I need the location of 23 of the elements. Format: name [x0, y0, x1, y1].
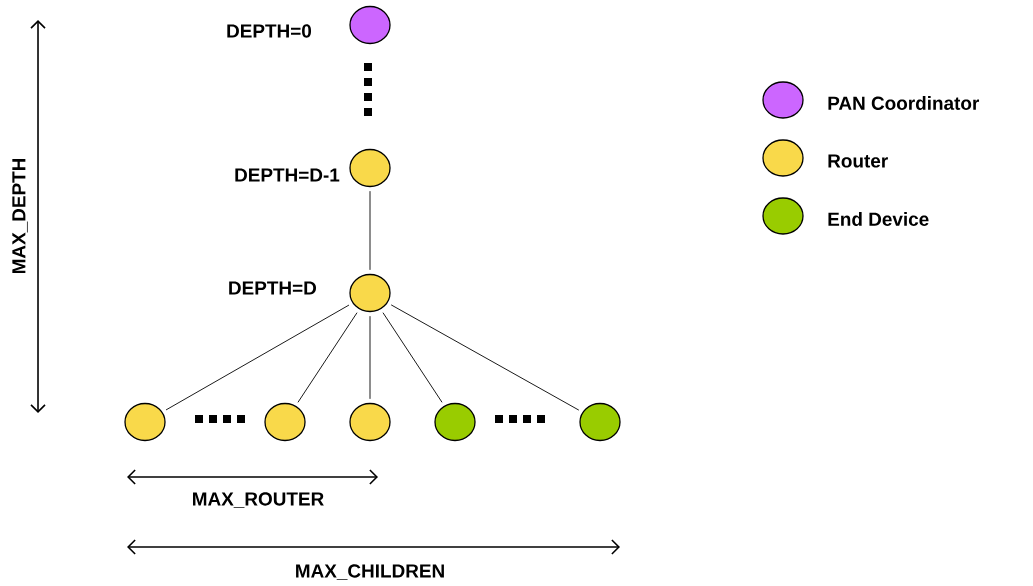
- device-circle: [124, 402, 166, 442]
- link-line: [390, 304, 580, 411]
- link-line: [369, 315, 371, 400]
- link-line: [297, 312, 358, 403]
- device-circle: [434, 402, 476, 442]
- device-circle: [349, 273, 391, 313]
- device-circle: [349, 5, 391, 45]
- device-circle: [349, 148, 391, 188]
- device-circle: [349, 402, 391, 442]
- link-line: [369, 190, 371, 271]
- device-circle: [264, 402, 306, 442]
- link-line: [165, 304, 350, 411]
- device-circle: [579, 402, 621, 442]
- dimension-label: MAX_ROUTER: [193, 492, 324, 508]
- legend-label: End Device: [828, 212, 929, 226]
- legend-label: PAN Coordinator: [828, 96, 980, 110]
- link-line: [382, 312, 443, 403]
- dimension-label: MAX_DEPTH: [12, 158, 28, 274]
- dimension-label: MAX_CHILDREN: [296, 564, 444, 580]
- depth-label: DEPTH=D: [229, 281, 316, 295]
- depth-label: DEPTH=D-1: [235, 168, 340, 182]
- legend-label: Router: [828, 154, 888, 168]
- depth-label: DEPTH=0: [227, 24, 312, 38]
